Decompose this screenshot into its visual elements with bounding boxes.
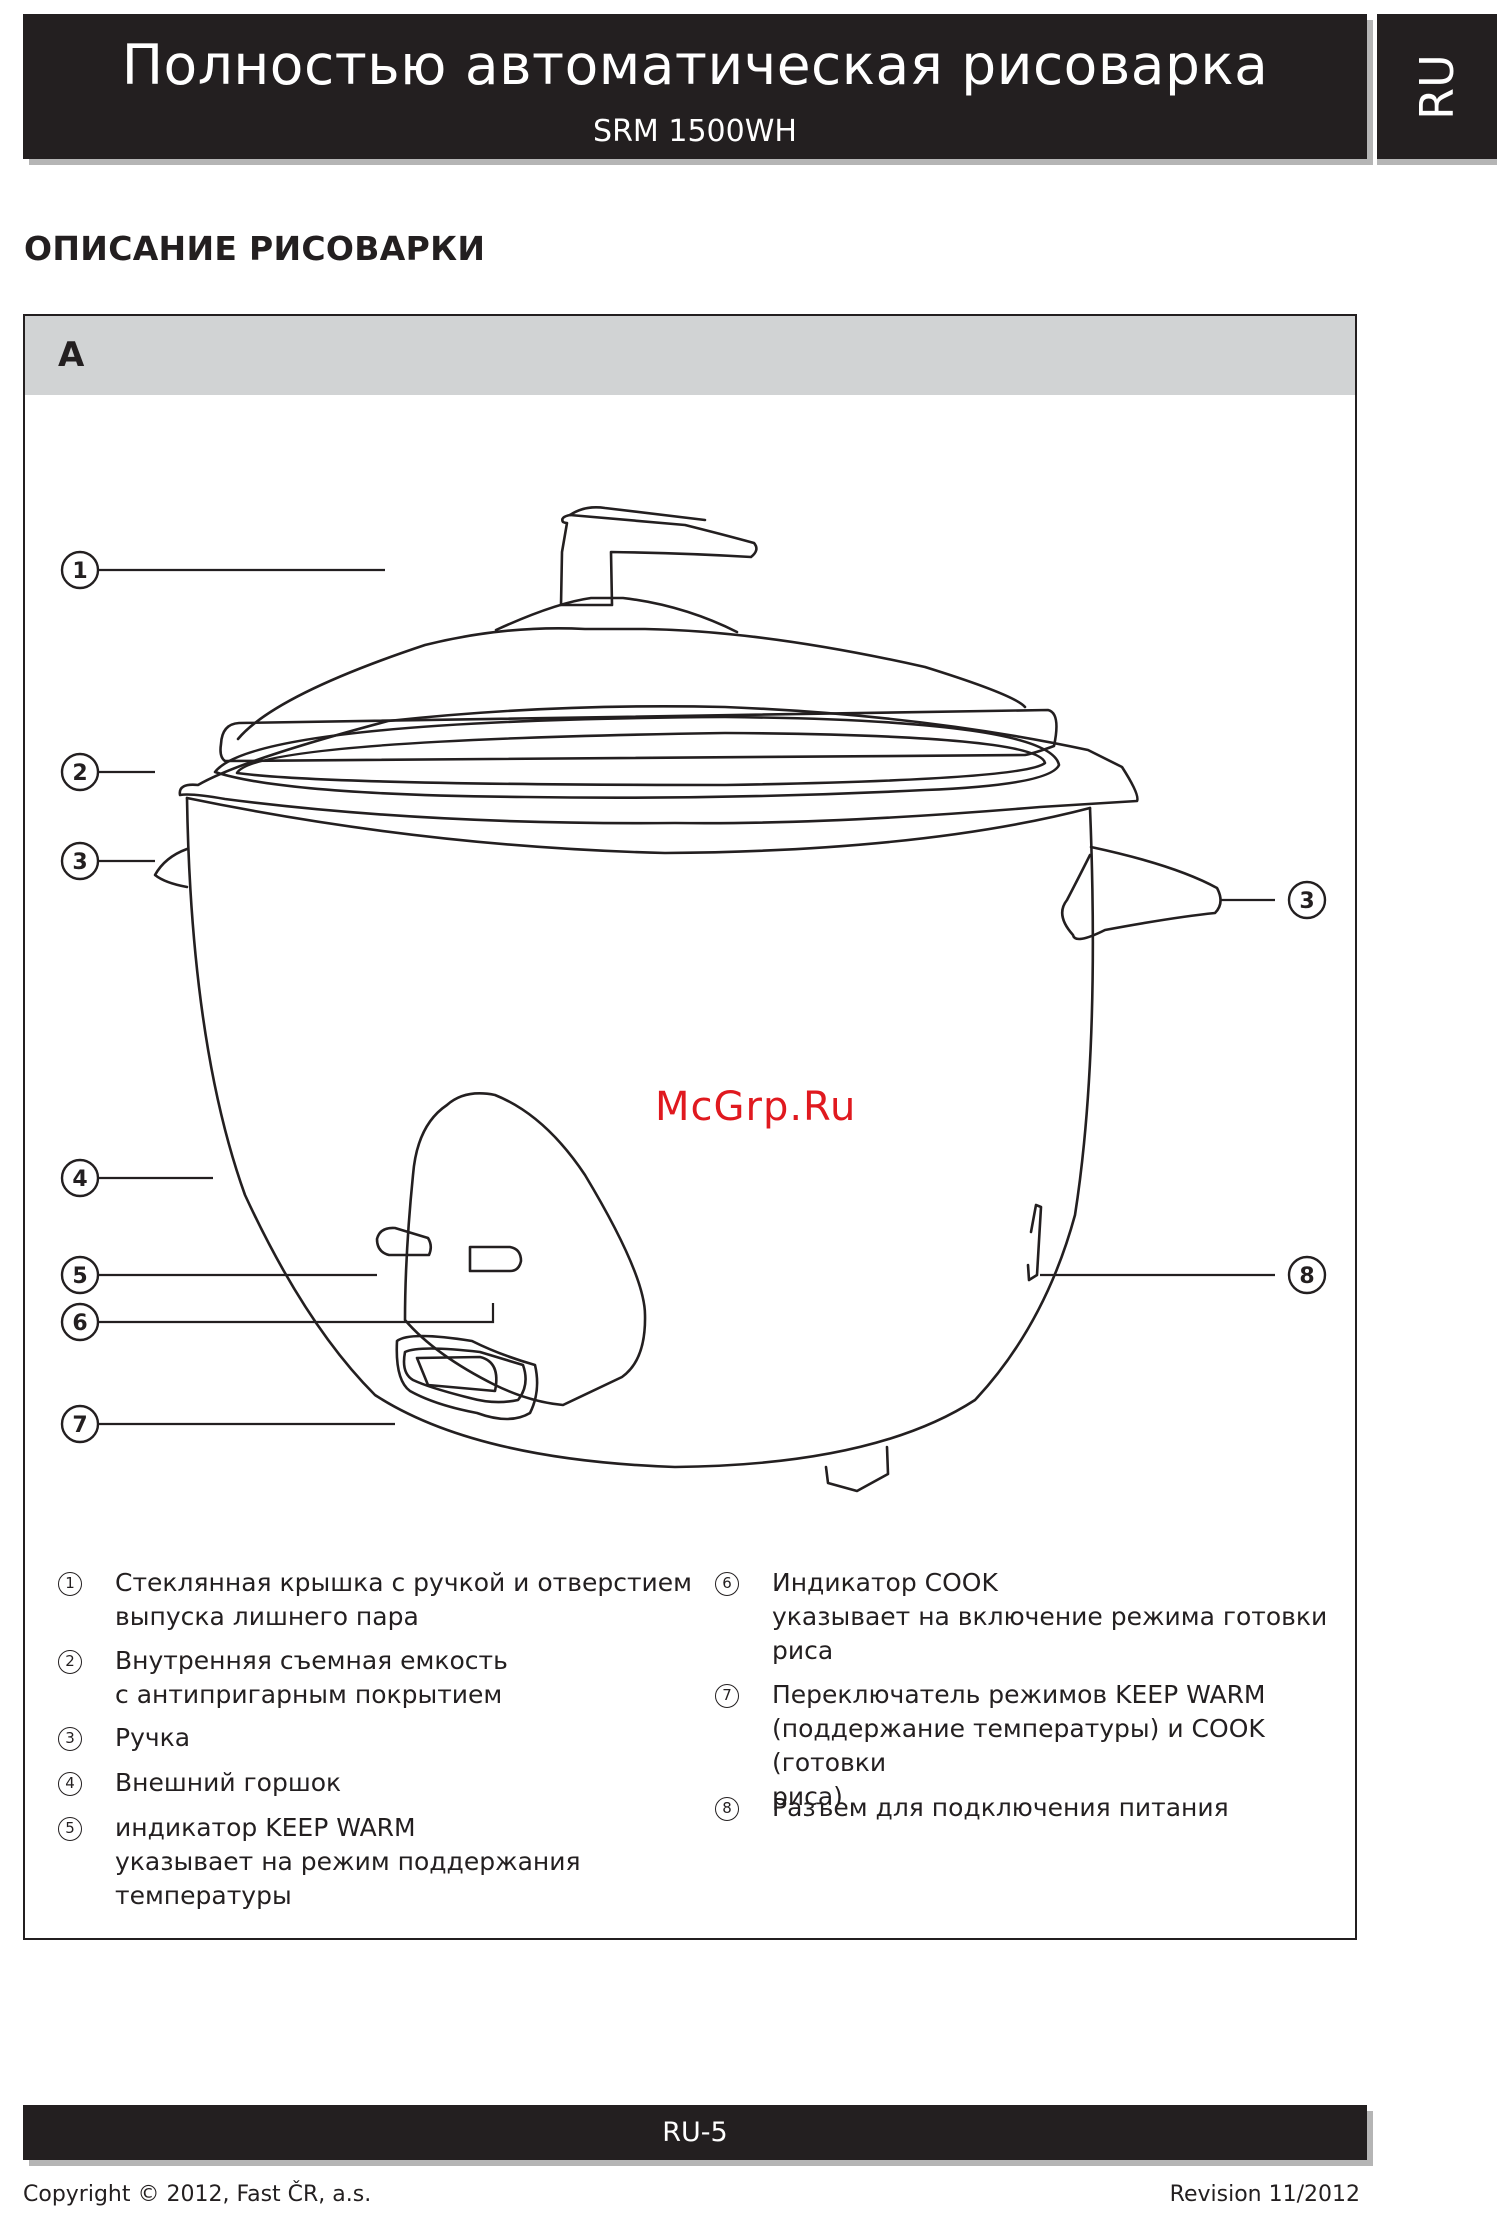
callout-3-right: 3 bbox=[1287, 880, 1327, 920]
legend-item-3: 3 Ручка bbox=[58, 1721, 190, 1755]
callout-6: 6 bbox=[60, 1302, 100, 1342]
control-panel bbox=[403, 1092, 647, 1407]
legend-item-4: 4 Внешний горшок bbox=[58, 1766, 341, 1800]
legend-text: риса) bbox=[772, 1782, 843, 1811]
language-tab: RU bbox=[1377, 14, 1497, 159]
figure-box: A bbox=[23, 314, 1357, 1940]
callout-4-label: 4 bbox=[72, 1167, 87, 1192]
legend-item-7: 7 Переключатель режимов KEEP WARM (поддер… bbox=[715, 1678, 1355, 1814]
legend-number: 7 bbox=[715, 1684, 739, 1708]
rice-cooker-diagram: 1 2 3 3 4 5 6 7 bbox=[60, 506, 1327, 1493]
legend-text: Переключатель режимов KEEP WARM bbox=[772, 1680, 1266, 1709]
legend-text: выпуска лишнего пара bbox=[115, 1602, 419, 1631]
legend-item-6: 6 Индикатор COOK указывает на включение р… bbox=[715, 1566, 1327, 1668]
callout-7-label: 7 bbox=[72, 1413, 87, 1438]
left-handle bbox=[153, 847, 189, 889]
legend-item-1: 1 Стеклянная крышка с ручкой и отверстие… bbox=[58, 1566, 692, 1634]
figure-header: A bbox=[25, 316, 1355, 395]
revision: Revision 11/2012 bbox=[1169, 2182, 1360, 2207]
callout-2: 2 bbox=[60, 752, 100, 792]
watermark: McGrp.Ru bbox=[655, 1084, 857, 1130]
callout-3-right-label: 3 bbox=[1299, 889, 1314, 914]
legend-item-2: 2 Внутренняя съемная емкость с антипригар… bbox=[58, 1644, 508, 1712]
legend-text: Внутренняя съемная емкость bbox=[115, 1646, 508, 1675]
language-label: RU bbox=[1410, 53, 1464, 120]
mode-switch bbox=[395, 1334, 539, 1421]
legend-text: Ручка bbox=[115, 1723, 191, 1752]
callout-7: 7 bbox=[60, 1404, 100, 1444]
callout-1-label: 1 bbox=[72, 559, 87, 584]
callout-5: 5 bbox=[60, 1255, 100, 1295]
legend-text: температуры bbox=[115, 1881, 292, 1910]
legend-item-5: 5 индикатор KEEP WARM указывает на режим … bbox=[58, 1811, 581, 1913]
foot bbox=[824, 1445, 890, 1493]
callout-8: 8 bbox=[1287, 1255, 1327, 1295]
legend-text: Внешний горшок bbox=[115, 1768, 342, 1797]
legend-text: с антипригарным покрытием bbox=[115, 1680, 503, 1709]
legend-text: указывает на режим поддержания bbox=[115, 1847, 581, 1876]
legend-number: 5 bbox=[58, 1817, 82, 1841]
legend-text: Стеклянная крышка с ручкой и отверстием bbox=[115, 1568, 693, 1597]
outer-pot bbox=[185, 796, 1095, 1469]
right-handle bbox=[1060, 845, 1222, 941]
callout-5-label: 5 bbox=[72, 1264, 87, 1289]
lid bbox=[494, 596, 739, 634]
legend-number: 6 bbox=[715, 1572, 739, 1596]
power-socket bbox=[1026, 1203, 1043, 1282]
callout-6-label: 6 bbox=[72, 1311, 87, 1336]
page-number: RU-5 bbox=[662, 2117, 728, 2148]
header-bar: Полностью автоматическая рисоварка SRM 1… bbox=[23, 14, 1367, 159]
lid-knob bbox=[559, 513, 758, 607]
legend-number: 1 bbox=[58, 1572, 82, 1596]
callout-2-label: 2 bbox=[72, 761, 87, 786]
legend-item-8: 8 Разъем для подключения питания bbox=[715, 1791, 1229, 1825]
page-title: Полностью автоматическая рисоварка bbox=[121, 33, 1269, 97]
legend-text: Разъем для подключения питания bbox=[772, 1793, 1229, 1822]
legend-text: указывает на включение режима готовки bbox=[772, 1602, 1328, 1631]
footer-bar: RU-5 bbox=[23, 2105, 1367, 2160]
legend-text: (поддержание температуры) и COOK (готовк… bbox=[772, 1714, 1265, 1777]
callout-3-left: 3 bbox=[60, 841, 100, 881]
copyright: Copyright © 2012, Fast ČR, a.s. bbox=[23, 2182, 372, 2207]
legend-number: 3 bbox=[58, 1727, 82, 1751]
model-number: SRM 1500WH bbox=[593, 114, 797, 149]
callout-8-label: 8 bbox=[1299, 1264, 1314, 1289]
cooker-rim bbox=[178, 704, 1139, 825]
figure-label: A bbox=[58, 335, 85, 375]
legend-number: 4 bbox=[58, 1772, 82, 1796]
legend-text: Индикатор COOK bbox=[772, 1568, 998, 1597]
legend-text: индикатор KEEP WARM bbox=[115, 1813, 416, 1842]
callout-1: 1 bbox=[60, 550, 100, 590]
legend-number: 8 bbox=[715, 1797, 739, 1821]
keep-warm-indicator bbox=[375, 1226, 433, 1257]
callout-3-left-label: 3 bbox=[72, 850, 87, 875]
legend-number: 2 bbox=[58, 1650, 82, 1674]
cook-indicator bbox=[468, 1245, 523, 1273]
section-title: ОПИСАНИЕ РИСОВАРКИ bbox=[24, 229, 486, 268]
callout-4: 4 bbox=[60, 1158, 100, 1198]
legend-text: риса bbox=[772, 1636, 834, 1665]
